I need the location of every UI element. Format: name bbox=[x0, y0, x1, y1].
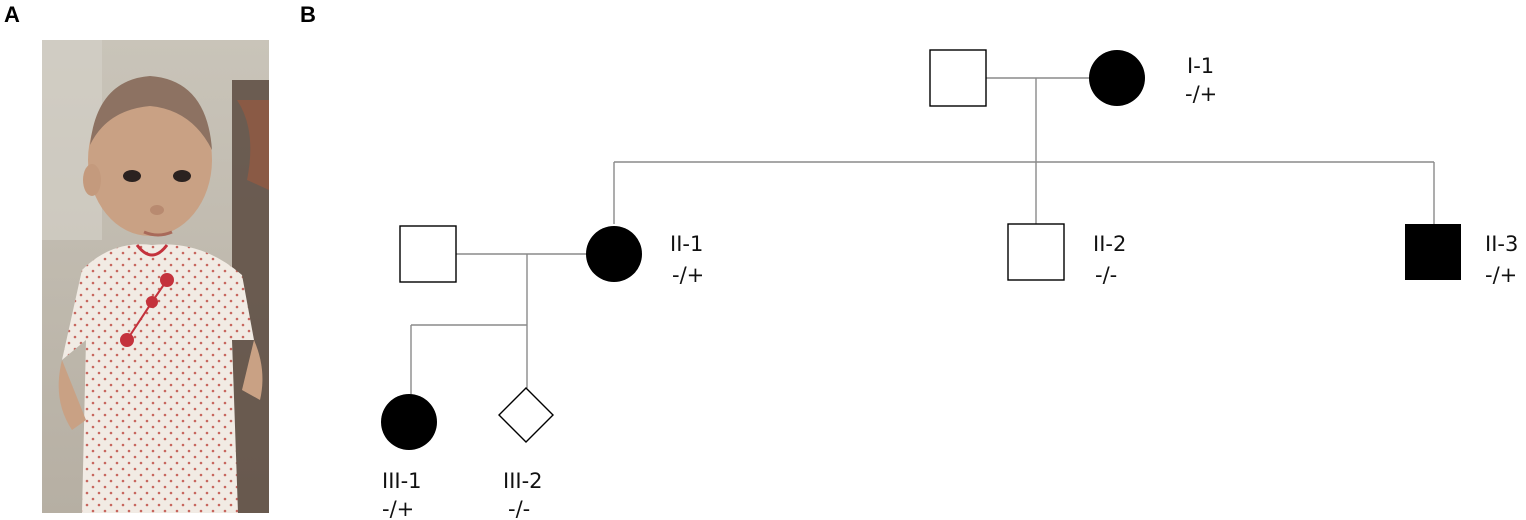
genotype-label: -/+ bbox=[1185, 82, 1217, 106]
child-photo bbox=[42, 40, 269, 513]
unaffected-male-symbol bbox=[929, 49, 987, 107]
individual-id: II-2 bbox=[1093, 232, 1126, 256]
unaffected-male-symbol bbox=[1007, 223, 1065, 281]
individual-id: III-1 bbox=[382, 469, 422, 493]
affected-female-symbol bbox=[381, 394, 437, 450]
genotype-label: -/+ bbox=[672, 263, 704, 287]
panel-label-b: B bbox=[300, 2, 316, 27]
genotype-label: -/+ bbox=[1485, 263, 1517, 287]
pedigree-lines bbox=[410, 77, 1435, 394]
unaffected-male-symbol bbox=[399, 225, 457, 283]
panel-label-a: A bbox=[4, 2, 20, 27]
individual-id: II-1 bbox=[670, 232, 703, 256]
individual-id: III-2 bbox=[503, 469, 543, 493]
genotype-label: -/- bbox=[1095, 263, 1117, 287]
affected-female-symbol bbox=[586, 226, 642, 282]
genotype-label: -/- bbox=[508, 497, 530, 520]
affected-female-symbol bbox=[1089, 50, 1145, 106]
affected-male-symbol bbox=[1405, 224, 1461, 280]
individual-id: I-1 bbox=[1187, 54, 1214, 78]
unknown-sex-symbol bbox=[498, 387, 554, 443]
genotype-label: -/+ bbox=[382, 497, 414, 520]
individual-id: II-3 bbox=[1485, 232, 1518, 256]
